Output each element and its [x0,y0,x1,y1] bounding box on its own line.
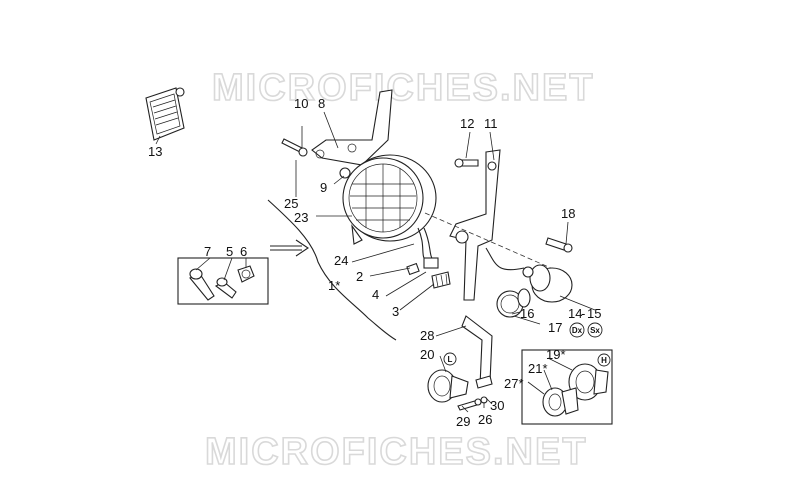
part-label-17: 17 [548,320,562,335]
turn-signal-part [485,247,573,318]
part-label-10: 10 [294,96,308,111]
part-label-4: 4 [372,287,379,302]
badge-sx: Sx [587,322,603,338]
section-cut-line [267,199,397,341]
part-label-14-15-dash: - [581,306,585,321]
part-label-24: 24 [334,253,348,268]
turn-signal-bracket-part [424,149,561,301]
part-label-1: 1* [328,278,340,293]
part-label-15: 15 [587,306,601,321]
part-label-9: 9 [320,180,327,195]
badge-dx: Dx [569,322,585,338]
part-label-21: 21* [528,361,548,376]
watermark-bottom: MICROFICHES.NET [205,431,588,473]
part-label-27: 27* [504,376,524,391]
svg-text:Dx: Dx [572,326,583,335]
part-label-14: 14 [568,306,582,321]
svg-text:L: L [448,355,453,364]
part-label-23: 23 [294,210,308,225]
turn-signal-bolt-part [545,237,573,253]
horn-high-part [542,363,609,417]
part-label-12: 12 [460,116,474,131]
horn-low-part [427,369,469,403]
part-label-25: 25 [284,196,298,211]
part-label-6: 6 [240,244,247,259]
leader-lines [155,111,596,413]
reflector-part [145,87,185,141]
bulb-inset-box [177,257,269,305]
headlight-wiring [406,227,451,289]
part-label-7: 7 [204,244,211,259]
watermark-top: MICROFICHES.NET [212,67,595,109]
part-labels: 10 8 9 25 23 24 2 1* 4 3 13 12 11 18 16 … [148,96,601,429]
badge-h: H [597,353,611,367]
part-label-28: 28 [420,328,434,343]
part-label-30: 30 [490,398,504,413]
headlight-bracket-part [281,89,393,166]
horn-bracket-part [461,315,493,389]
horn-screw-part [457,396,488,411]
part-label-8: 8 [318,96,325,111]
part-label-29: 29 [456,414,470,429]
part-label-18: 18 [561,206,575,221]
svg-text:Sx: Sx [590,326,600,335]
part-label-13: 13 [148,144,162,159]
part-label-3: 3 [392,304,399,319]
reference-arrow [270,239,309,257]
part-label-20: 20 [420,347,434,362]
part-label-5: 5 [226,244,233,259]
part-label-19: 19* [546,347,566,362]
part-label-11: 11 [484,116,498,131]
headlight-part [339,154,437,245]
part-label-16: 16 [520,306,534,321]
part-label-2: 2 [356,269,363,284]
svg-text:H: H [601,356,607,365]
part-label-26: 26 [478,412,492,427]
badge-l: L [443,352,457,366]
horn-inset-box [521,349,613,425]
